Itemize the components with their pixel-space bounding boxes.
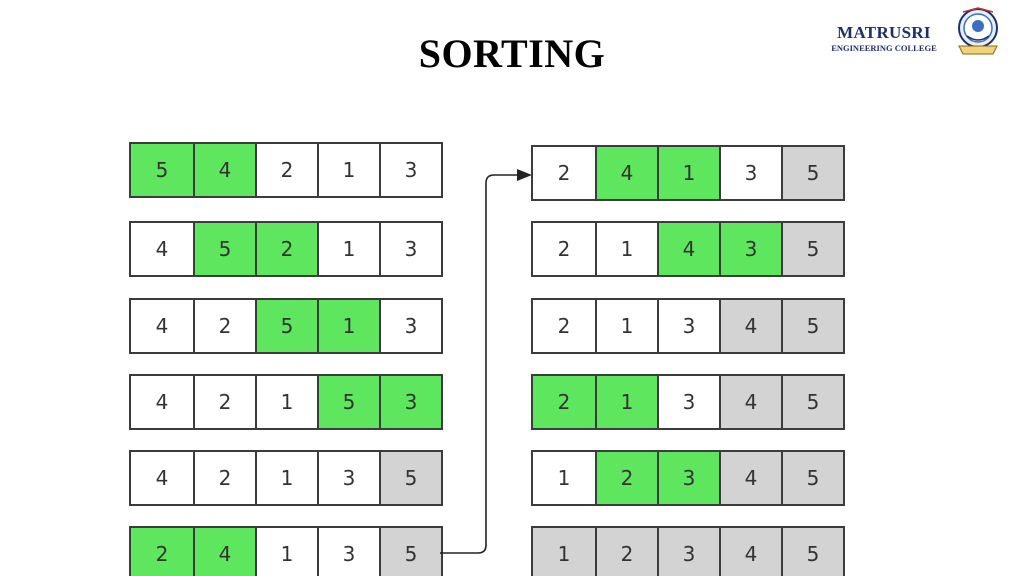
array-cell: 2 [255,144,317,196]
array-cell: 3 [657,528,719,576]
array-cell: 4 [193,144,255,196]
array-cell: 4 [131,300,193,352]
array-cell: 2 [255,223,317,275]
array-cell: 2 [533,147,595,199]
array-cell: 1 [595,223,657,275]
array-cell: 4 [719,300,781,352]
array-cell: 5 [781,376,843,428]
array-cell: 2 [533,223,595,275]
array-cell: 4 [131,376,193,428]
array-cell: 3 [719,147,781,199]
array-cell: 1 [317,300,379,352]
array-cell: 5 [255,300,317,352]
array-cell: 5 [781,223,843,275]
array-cell: 1 [657,147,719,199]
array-cell: 5 [781,147,843,199]
array-cell: 2 [533,300,595,352]
slide-title: SORTING [418,31,606,76]
array-cell: 3 [657,376,719,428]
array-cell: 1 [255,528,317,576]
array-cell: 4 [657,223,719,275]
array-cell: 1 [595,376,657,428]
array-cell: 4 [131,452,193,504]
array-cell: 1 [317,223,379,275]
array-cell: 5 [781,528,843,576]
array-cell: 4 [193,528,255,576]
array-cell: 5 [781,300,843,352]
array-cell: 5 [379,528,441,576]
array-cell: 4 [719,376,781,428]
array-cell: 5 [781,452,843,504]
array-cell: 3 [719,223,781,275]
array-cell: 5 [379,452,441,504]
array-cell: 4 [595,147,657,199]
array-cell: 2 [193,376,255,428]
array-cell: 3 [317,528,379,576]
array-cell: 1 [255,452,317,504]
array-cell: 5 [317,376,379,428]
array-cell: 2 [131,528,193,576]
college-subtitle: ENGINEERING COLLEGE [831,43,937,53]
array-cell: 2 [193,452,255,504]
array-cell: 2 [595,452,657,504]
array-cell: 3 [657,452,719,504]
array-cell: 1 [595,300,657,352]
array-cell: 5 [193,223,255,275]
array-cell: 3 [379,300,441,352]
array-cell: 1 [317,144,379,196]
array-cell: 2 [595,528,657,576]
array-cell: 4 [719,452,781,504]
college-emblem-icon [958,7,998,55]
array-cell: 3 [657,300,719,352]
college-name: MATRUSRI [837,23,931,42]
array-cell: 4 [719,528,781,576]
array-cell: 3 [379,376,441,428]
array-cell: 1 [533,528,595,576]
array-cell: 3 [317,452,379,504]
array-cell: 1 [255,376,317,428]
array-cell: 5 [131,144,193,196]
array-cell: 4 [131,223,193,275]
array-cell: 2 [193,300,255,352]
array-cell: 3 [379,223,441,275]
array-cell: 3 [379,144,441,196]
array-cell: 2 [533,376,595,428]
array-cell: 1 [533,452,595,504]
